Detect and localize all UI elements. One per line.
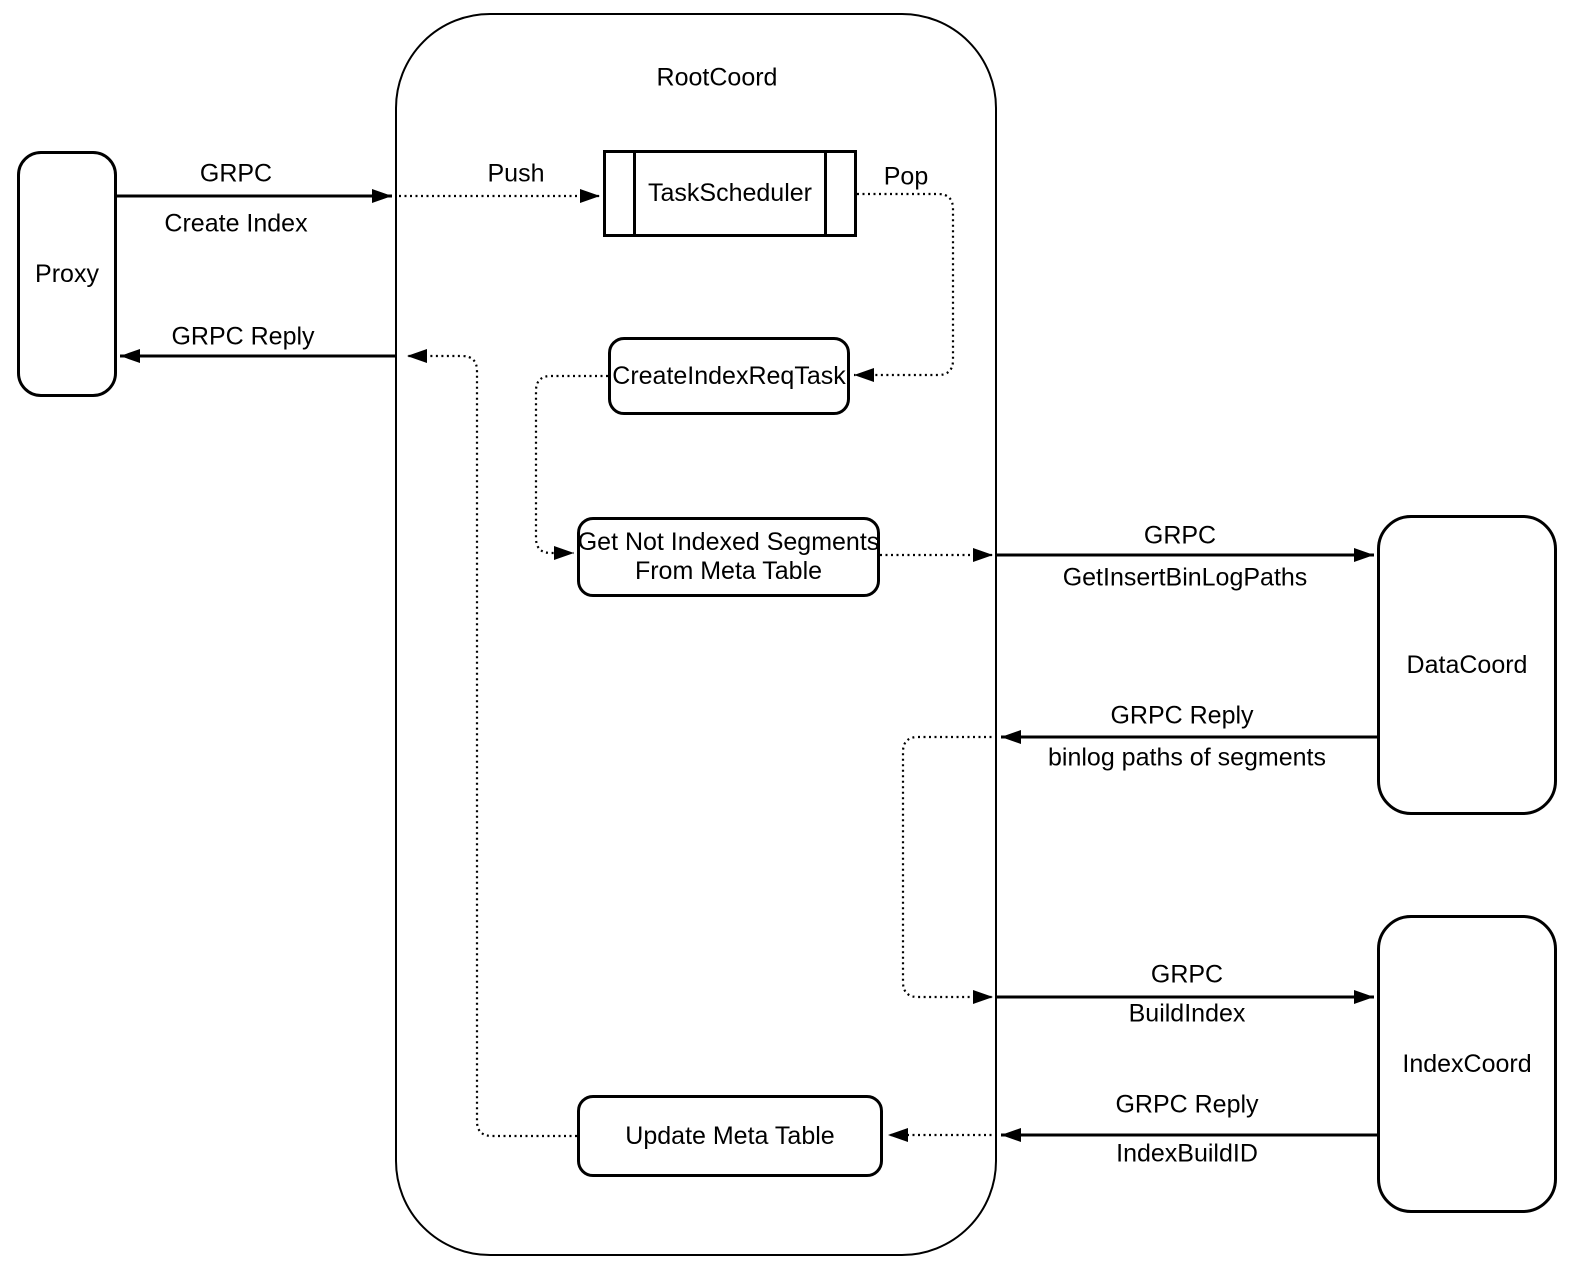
node-task-scheduler: TaskScheduler [603, 150, 857, 237]
datacoord-label: DataCoord [1406, 650, 1528, 679]
label-grpc-getinsertbinlogpaths-line2: GetInsertBinLogPaths [1062, 563, 1308, 592]
node-rootcoord [395, 13, 997, 1256]
get-not-indexed-line1: Get Not Indexed Segments [577, 528, 880, 556]
task-scheduler-right-bar [824, 153, 827, 234]
node-indexcoord: IndexCoord [1377, 915, 1557, 1213]
node-get-not-indexed-segments: Get Not Indexed Segments From Meta Table [577, 517, 880, 597]
label-grpc-buildindex-line2: BuildIndex [1128, 999, 1246, 1028]
node-create-index-req-task: CreateIndexReqTask [608, 337, 850, 415]
rootcoord-title: RootCoord [656, 63, 778, 92]
task-scheduler-left-bar [633, 153, 636, 234]
node-proxy: Proxy [17, 151, 117, 397]
edge-binlog-to-buildindex-loop [901, 735, 997, 1004]
label-grpc-reply-binlog-line2: binlog paths of segments [1048, 743, 1326, 772]
task-scheduler-label: TaskScheduler [648, 179, 812, 207]
label-push: Push [487, 159, 545, 188]
edge-pop [854, 192, 955, 382]
label-grpc-reply-indexbuildid-line2: IndexBuildID [1116, 1139, 1258, 1168]
edge-update-meta-to-reply [407, 349, 577, 1138]
edge-create-task-to-get-segments [534, 374, 608, 560]
label-grpc-getinsertbinlogpaths-line1: GRPC [1143, 521, 1217, 550]
node-datacoord: DataCoord [1377, 515, 1557, 815]
label-grpc-reply-indexbuildid-line1: GRPC Reply [1115, 1090, 1259, 1119]
node-update-meta-table: Update Meta Table [577, 1095, 883, 1177]
proxy-label: Proxy [35, 259, 99, 288]
update-meta-table-label: Update Meta Table [625, 1121, 835, 1150]
create-index-req-task-label: CreateIndexReqTask [612, 361, 846, 390]
label-grpc-create-index-line1: GRPC [199, 159, 273, 188]
get-not-indexed-line2: From Meta Table [634, 557, 823, 585]
label-grpc-create-index-line2: Create Index [164, 209, 308, 238]
label-grpc-reply-proxy: GRPC Reply [171, 322, 315, 351]
label-pop: Pop [883, 162, 929, 191]
indexcoord-label: IndexCoord [1402, 1049, 1532, 1078]
label-grpc-buildindex-line1: GRPC [1150, 960, 1224, 989]
label-grpc-reply-binlog-line1: GRPC Reply [1110, 701, 1254, 730]
